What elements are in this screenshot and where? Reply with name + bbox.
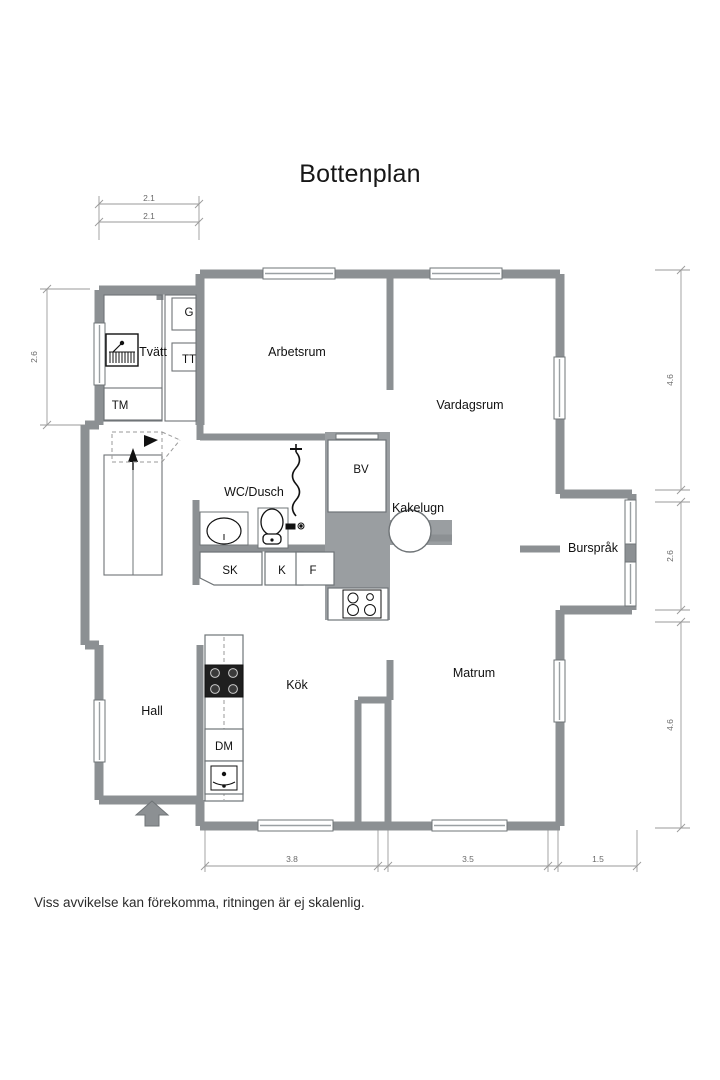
appliance-label-k: K: [278, 565, 286, 577]
dimension-lines-left: [40, 284, 90, 430]
washing-machine-icon: [105, 333, 139, 367]
page-title: Bottenplan: [299, 160, 421, 188]
dimension-left-1: 2.6: [29, 351, 39, 363]
dimension-bottom-1: 3.8: [286, 854, 298, 864]
dimension-bottom-2: 3.5: [462, 854, 474, 864]
dimension-lines-bottom: [200, 830, 642, 872]
room-label-burspak: Burspråk: [568, 541, 619, 555]
appliance-label-dm: DM: [215, 741, 233, 753]
room-label-hall: Hall: [141, 704, 163, 718]
laundry-partitions: [103, 294, 197, 422]
appliance-label-g: G: [185, 307, 194, 319]
room-label-kok: Kök: [286, 678, 308, 692]
window-group: [93, 267, 637, 832]
room-label-wc-dusch: WC/Dusch: [224, 485, 284, 499]
bv-closet: [327, 433, 387, 513]
dimension-right-2: 2.6: [665, 550, 675, 562]
room-label-kakelugn: Kakelugn: [392, 501, 444, 515]
dimension-top-outer: 2.1: [143, 193, 155, 203]
room-label-vardagsrum: Vardagsrum: [436, 398, 503, 412]
room-label-arbetsrum: Arbetsrum: [268, 345, 326, 359]
entrance-arrow: [134, 800, 170, 827]
appliance-label-tm: TM: [112, 400, 129, 412]
bathroom-fixtures: [199, 444, 305, 549]
dimension-right-1: 4.6: [665, 374, 675, 386]
room-label-matrum: Matrum: [453, 666, 495, 680]
appliance-label-f: F: [309, 565, 316, 577]
disclaimer-caption: Viss avvikelse kan förekomma, ritningen …: [34, 895, 365, 910]
kakelugn-stove: [388, 509, 432, 553]
staircase: [103, 431, 181, 576]
dimension-right-3: 4.6: [665, 719, 675, 731]
appliance-label-bv: BV: [353, 464, 369, 476]
dimension-top-inner: 2.1: [143, 211, 155, 221]
dimension-lines-right: [655, 265, 690, 833]
interior-walls: [156, 277, 560, 826]
dimension-bottom-3: 1.5: [592, 854, 604, 864]
appliance-label-sk: SK: [222, 565, 238, 577]
cabinet-row: [199, 551, 335, 586]
dimension-lines-top: [94, 196, 204, 240]
appliance-label-tt: TT: [182, 354, 196, 366]
room-label-tvatt: Tvätt: [139, 345, 167, 359]
cooktop-small: [327, 587, 389, 621]
kitchen-counter-column: [204, 634, 244, 802]
